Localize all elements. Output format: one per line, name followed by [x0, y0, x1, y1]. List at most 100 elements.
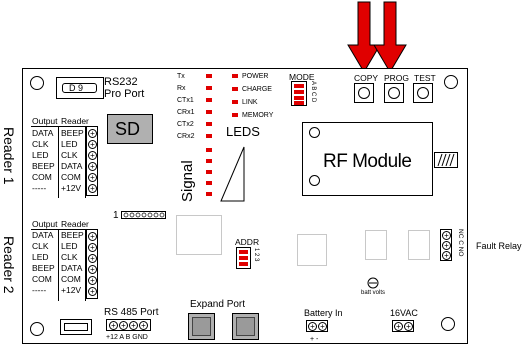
reader1-output-com: COM [32, 172, 52, 182]
reader1-output-beep: BEEP [32, 161, 55, 171]
reader1-output-data: DATA [32, 128, 54, 138]
reader1-output-nc: ----- [32, 183, 47, 193]
terminal-plus-icon[interactable]: + [88, 254, 97, 263]
header-pin1-label: 1 [113, 210, 119, 221]
rs485-label: RS 485 Port [104, 307, 159, 318]
terminal-plus-icon[interactable]: + [88, 243, 97, 252]
rf-module: RF Module [302, 122, 433, 196]
reader2-reader-com: COM [61, 274, 81, 284]
signal-wedge [220, 146, 245, 202]
fault-relay-label: Fault Relay [476, 241, 522, 251]
rs485-pin-labels: +12 A B GND [106, 334, 148, 341]
terminal-plus-icon[interactable]: + [318, 322, 327, 331]
mode-letters: A B C D [310, 81, 316, 103]
memory-led [232, 113, 238, 117]
terminal-plus-icon[interactable]: + [442, 231, 451, 240]
reader1-reader-data: DATA [61, 161, 83, 171]
terminal-plus-icon[interactable]: + [109, 321, 118, 330]
charge-label: CHARGE [242, 86, 272, 93]
reader1-output-clk: CLK [32, 139, 49, 149]
mounting-hole [30, 76, 44, 90]
prog-button[interactable] [384, 83, 404, 103]
mode-dip-switch[interactable] [291, 81, 307, 106]
terminal-plus-icon[interactable]: + [88, 151, 97, 160]
terminal-plus-icon[interactable]: + [88, 232, 97, 241]
rf-module-hole [309, 175, 320, 186]
terminal-plus-icon[interactable]: + [88, 162, 97, 171]
addr-switch-numbers: 1 2 3 [253, 248, 259, 262]
battery-voltage-pot[interactable] [367, 277, 379, 289]
terminal-plus-icon[interactable]: + [404, 322, 413, 331]
link-label: LINK [242, 99, 258, 106]
leds-label: LEDS [226, 124, 260, 139]
power-led [232, 74, 238, 78]
copy-label: COPY [354, 73, 379, 83]
rf-module-hole [309, 127, 320, 138]
led-label-crx1: CRx1 [177, 109, 195, 116]
pro-port-label: Pro Port [104, 88, 145, 100]
reader1-reader-header: Reader [61, 116, 89, 126]
power-label: POWER [242, 73, 269, 80]
component-outline [176, 215, 222, 255]
terminal-plus-icon[interactable]: + [442, 241, 451, 250]
status-led [206, 74, 212, 78]
rf-module-label: RF Module [323, 151, 412, 172]
terminal-plus-icon[interactable]: + [88, 129, 97, 138]
reader1-output-led: LED [32, 150, 49, 160]
expand-port-connector [232, 313, 259, 340]
mounting-hole [444, 75, 458, 89]
addr-dip-switch[interactable] [236, 247, 251, 269]
fault-relay-terminal: + + + [440, 229, 452, 261]
battery-terminal: + + [306, 320, 328, 332]
led-label-rx: Rx [177, 85, 186, 92]
reader2-output-beep: BEEP [32, 263, 55, 273]
vac-label: 16VAC [390, 308, 418, 318]
test-button[interactable] [413, 83, 433, 103]
vac-terminal: + + [392, 320, 414, 332]
signal-label: Signal [179, 160, 196, 202]
terminal-plus-icon[interactable]: + [88, 140, 97, 149]
terminal-plus-icon[interactable]: + [394, 322, 403, 331]
terminal-plus-icon[interactable]: + [88, 276, 97, 285]
status-led [206, 110, 212, 114]
reader2-output-clk: CLK [32, 241, 49, 251]
terminal-plus-icon[interactable]: + [119, 321, 128, 330]
rs485-connector [60, 319, 92, 335]
prog-label: PROG [384, 73, 410, 83]
terminal-plus-icon[interactable]: + [88, 173, 97, 182]
relay-pin-labels: NC C NO [457, 229, 464, 257]
terminal-plus-icon[interactable]: + [88, 287, 97, 296]
d9-label: D 9 [69, 83, 84, 93]
copy-button[interactable] [354, 83, 374, 103]
test-label: TEST [414, 73, 436, 83]
reader2-reader-data: DATA [61, 263, 83, 273]
terminal-plus-icon[interactable]: + [139, 321, 148, 330]
rs485-terminal: + + + + [106, 319, 151, 331]
terminal-plus-icon[interactable]: + [308, 322, 317, 331]
reader2-output-led: LED [32, 252, 49, 262]
link-led [232, 100, 238, 104]
terminal-plus-icon[interactable]: + [88, 184, 97, 193]
addr-label: ADDR [235, 237, 260, 247]
reader1-label: Reader 1 [1, 127, 17, 185]
d9-connector: D 9 [56, 77, 104, 99]
reader2-output-nc: ----- [32, 285, 47, 295]
mounting-hole [30, 322, 44, 336]
terminal-plus-icon[interactable]: + [129, 321, 138, 330]
reader1-reader-12v: +12V [61, 183, 82, 193]
status-led [206, 134, 212, 138]
terminal-plus-icon[interactable]: + [88, 265, 97, 274]
battery-polarity: + - [310, 336, 319, 343]
status-led [206, 98, 212, 102]
memory-label: MEMORY [242, 112, 274, 119]
led-label-ctx1: CTx1 [177, 97, 194, 104]
signal-led [206, 181, 212, 185]
reader1-reader-com: COM [61, 172, 81, 182]
reader1-terminal-strip: + + + + + + [86, 126, 98, 196]
reader1-output-header: Output [32, 116, 58, 126]
reader2-label: Reader 2 [1, 236, 17, 294]
terminal-plus-icon[interactable]: + [442, 251, 451, 260]
reader1-reader-clk: CLK [61, 150, 78, 160]
reader2-reader-clk: CLK [61, 252, 78, 262]
reader2-output-com: COM [32, 274, 52, 284]
